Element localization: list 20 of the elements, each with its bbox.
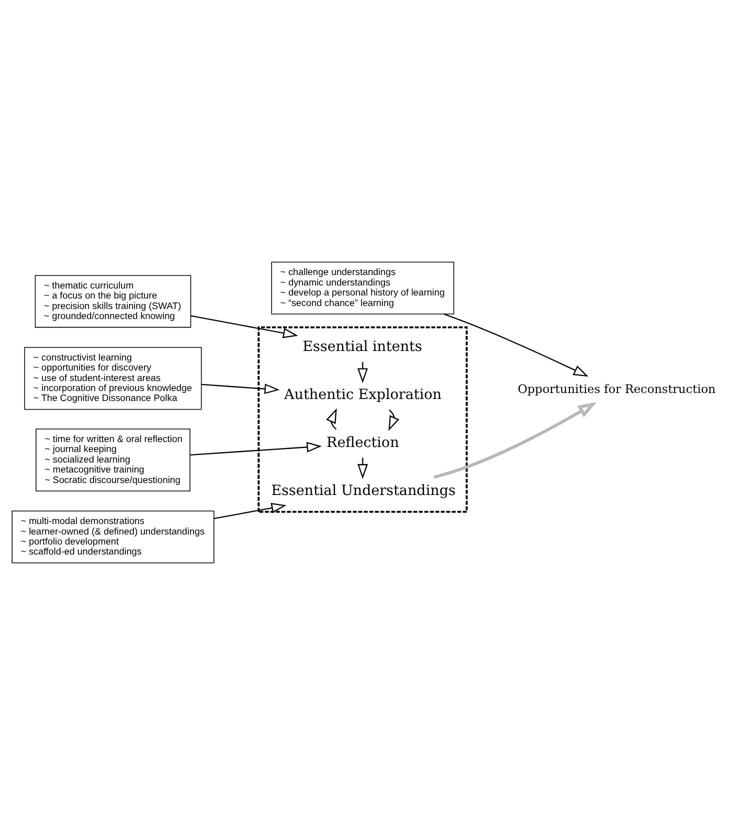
node-box: ~ thematic curriculum ~ a focus on the big picture ~ precision skills training (SWAT) ~ grounded/connected knowing <box>34 275 192 328</box>
node-text: Opportunities for Reconstruction <box>518 382 716 396</box>
node-box: ~ constructivist learning ~ opportunities for discovery ~ use of student-interest areas ~ incorporation of previous knowledge ~ The Cognitive Dissonance Polka <box>24 346 202 410</box>
arrow <box>357 362 368 384</box>
node-box: ~ challenge understandings ~ dynamic understandings ~ develop a personal history of learning ~ “second chance” learning <box>271 262 454 314</box>
arrow <box>202 384 280 394</box>
node-text: Essential intents <box>302 339 422 356</box>
arrow <box>433 402 597 479</box>
node-box: ~ time for written & oral reflection ~ journal keeping ~ socialized learning ~ metacognitive training ~ Socratic discourse/questioning <box>36 428 190 492</box>
arrow <box>214 502 286 520</box>
arrow <box>190 315 298 338</box>
node-box: ~ multi-modal demonstrations ~ learner-owned (& defined) understandings ~ portfolio development ~ scaffold-ed understandings <box>12 510 214 564</box>
node-text: Reflection <box>326 434 400 451</box>
arrow <box>388 409 400 431</box>
arrow <box>357 458 368 479</box>
arrow <box>326 408 337 430</box>
node-text: Authentic Exploration <box>284 387 442 404</box>
arrow <box>190 442 322 456</box>
node-text: Essential Understandings <box>271 482 456 499</box>
arrow <box>444 313 588 377</box>
